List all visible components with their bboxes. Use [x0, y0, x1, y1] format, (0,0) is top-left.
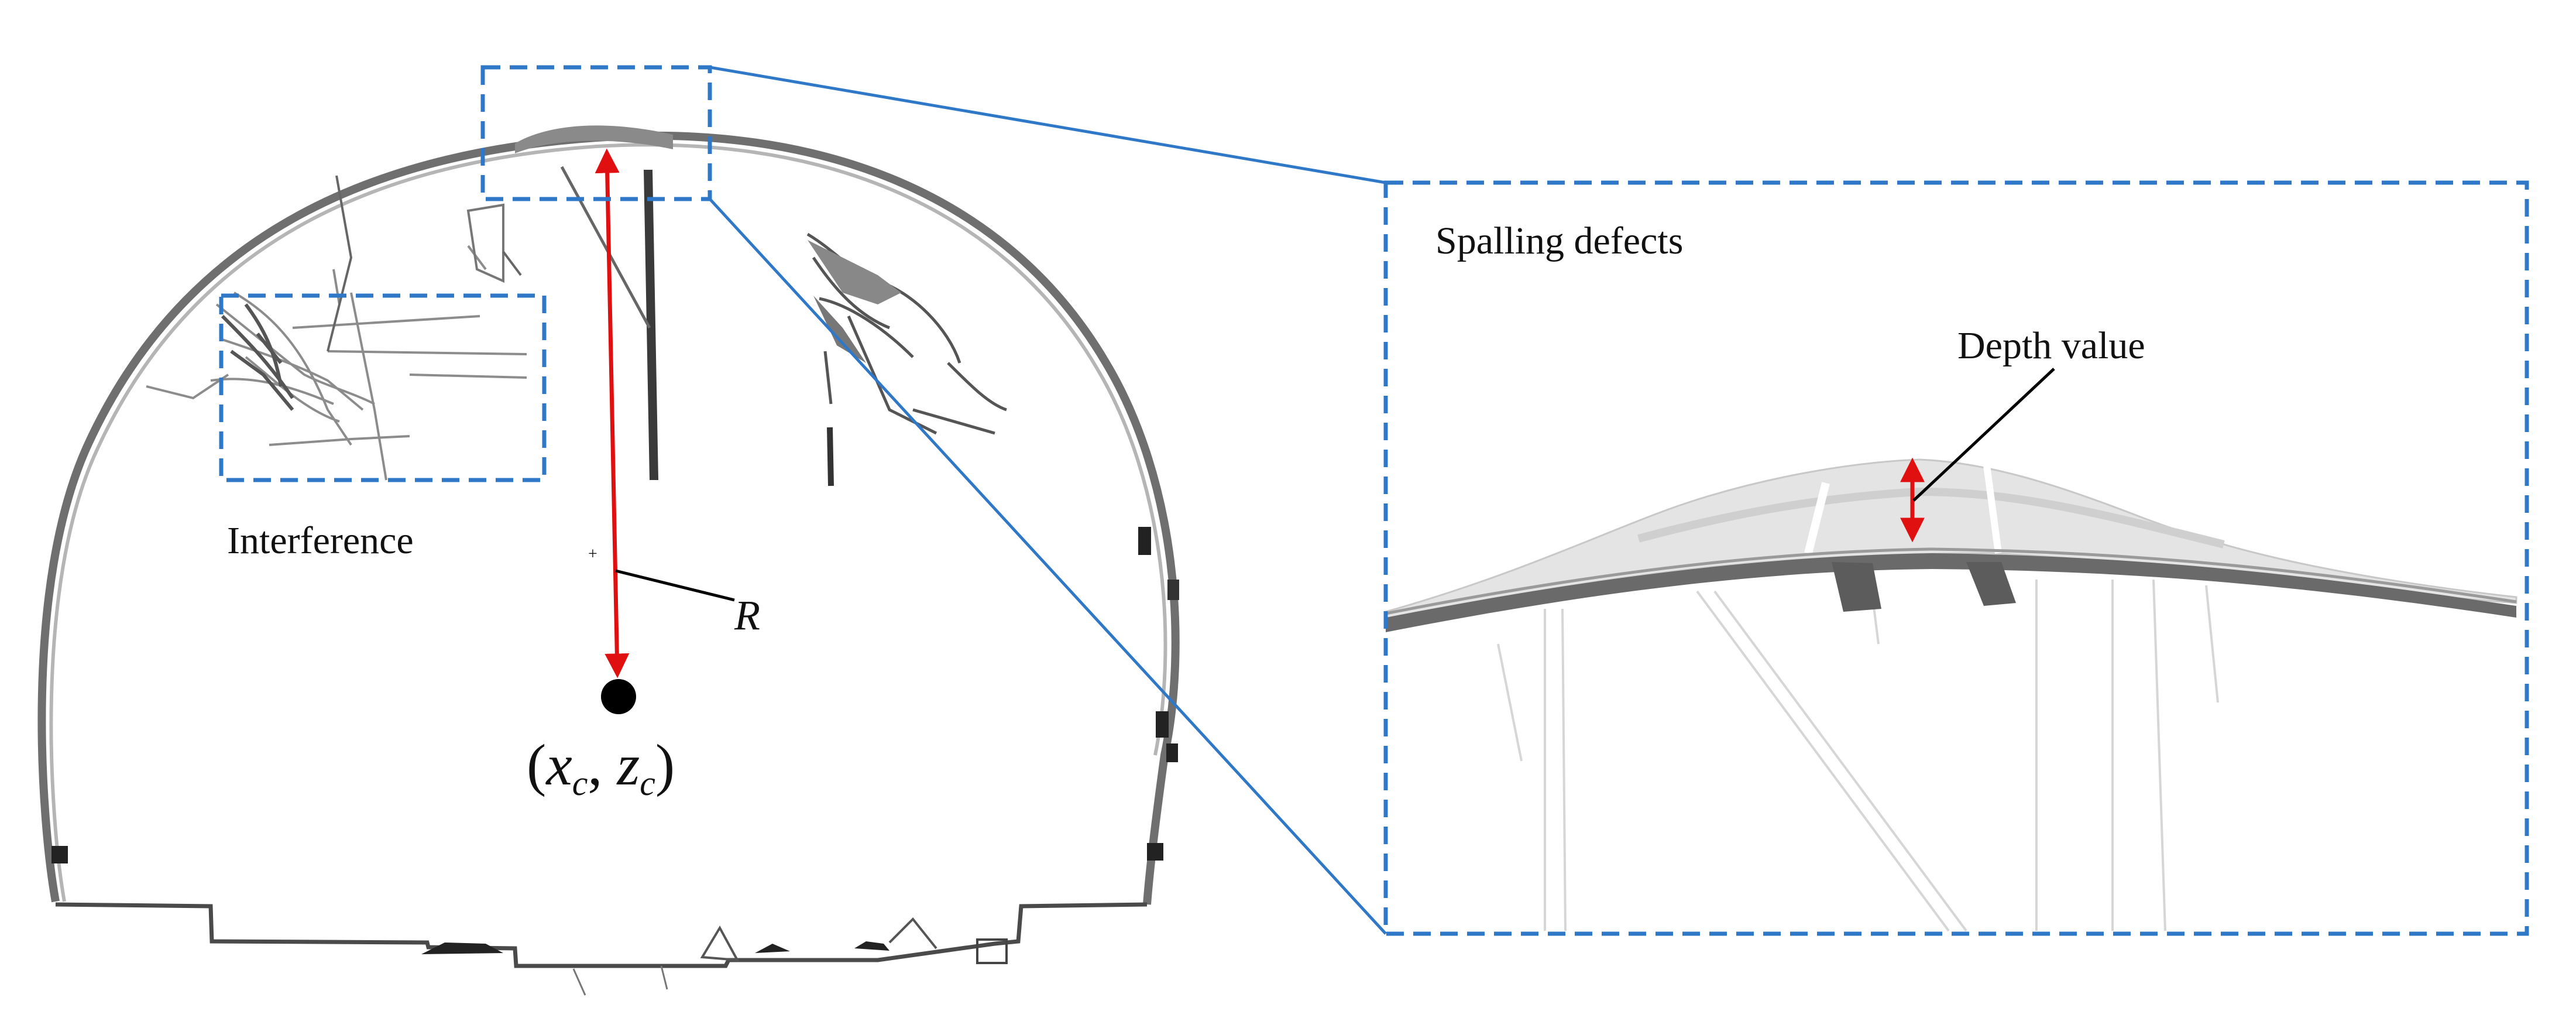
zoom-connector-top — [709, 66, 1386, 184]
depth-label: Depth value — [1957, 324, 2145, 367]
floor-debris — [421, 943, 503, 954]
right-clutter — [806, 232, 1007, 435]
center-label: (xc, zc) — [527, 732, 675, 803]
spalling-crack — [1983, 465, 2002, 554]
right-clutter-dense — [808, 240, 901, 304]
floor-debris — [700, 925, 740, 962]
radius-label: R — [734, 592, 760, 639]
center-z: z — [616, 732, 640, 797]
hanging-fixture — [502, 251, 522, 276]
spalling-detail-box — [1383, 180, 2529, 936]
interference-label: Interference — [227, 519, 414, 562]
hanging-fixture — [827, 427, 834, 486]
wall-bracket — [1138, 527, 1151, 555]
depth-leader — [1912, 368, 2055, 502]
wall-bracket — [1156, 711, 1169, 738]
zoom-connector-bottom — [709, 198, 1387, 935]
interference-box — [219, 293, 547, 482]
floor-debris — [854, 941, 889, 951]
lining-band — [1386, 553, 2516, 632]
floor-equipment — [976, 938, 1008, 964]
wall-bracket — [1147, 843, 1163, 861]
lining-bracket — [1966, 562, 2016, 606]
wall-bracket — [1166, 743, 1178, 762]
lining-bracket — [1832, 562, 1881, 612]
tunnel-lining-inner — [49, 143, 1167, 902]
detail-background — [1497, 579, 2219, 932]
center-z-sub: c — [640, 764, 655, 803]
cross-marker: + — [588, 545, 597, 563]
spalling-crack — [1804, 482, 1830, 554]
interference-dense — [221, 303, 294, 411]
radius-leader — [615, 569, 735, 602]
interference-clutter — [146, 245, 527, 481]
center-x: x — [545, 732, 572, 797]
floor-debris — [888, 917, 937, 950]
tunnel-floor — [55, 902, 1148, 968]
crown-zoom-box — [480, 65, 712, 201]
hanging-fixture — [466, 203, 504, 283]
wall-bracket — [51, 846, 68, 863]
floor-debris — [755, 944, 790, 953]
lining-band-edge — [1385, 547, 2517, 615]
spalling-label: Spalling defects — [1435, 220, 1683, 262]
radius-arrow — [595, 148, 630, 678]
hanging-panel — [644, 170, 658, 480]
spalling-detail: Depth value Spalling defects — [1385, 220, 2517, 932]
wall-bracket — [1167, 580, 1179, 600]
center-point — [601, 679, 636, 714]
tunnel-lining-outer — [37, 131, 1180, 905]
hanging-fixture — [327, 175, 353, 352]
crown-spalling — [515, 125, 673, 153]
right-clutter-dense — [813, 296, 866, 363]
center-x-sub: c — [572, 764, 588, 803]
floor-debris — [572, 965, 668, 996]
